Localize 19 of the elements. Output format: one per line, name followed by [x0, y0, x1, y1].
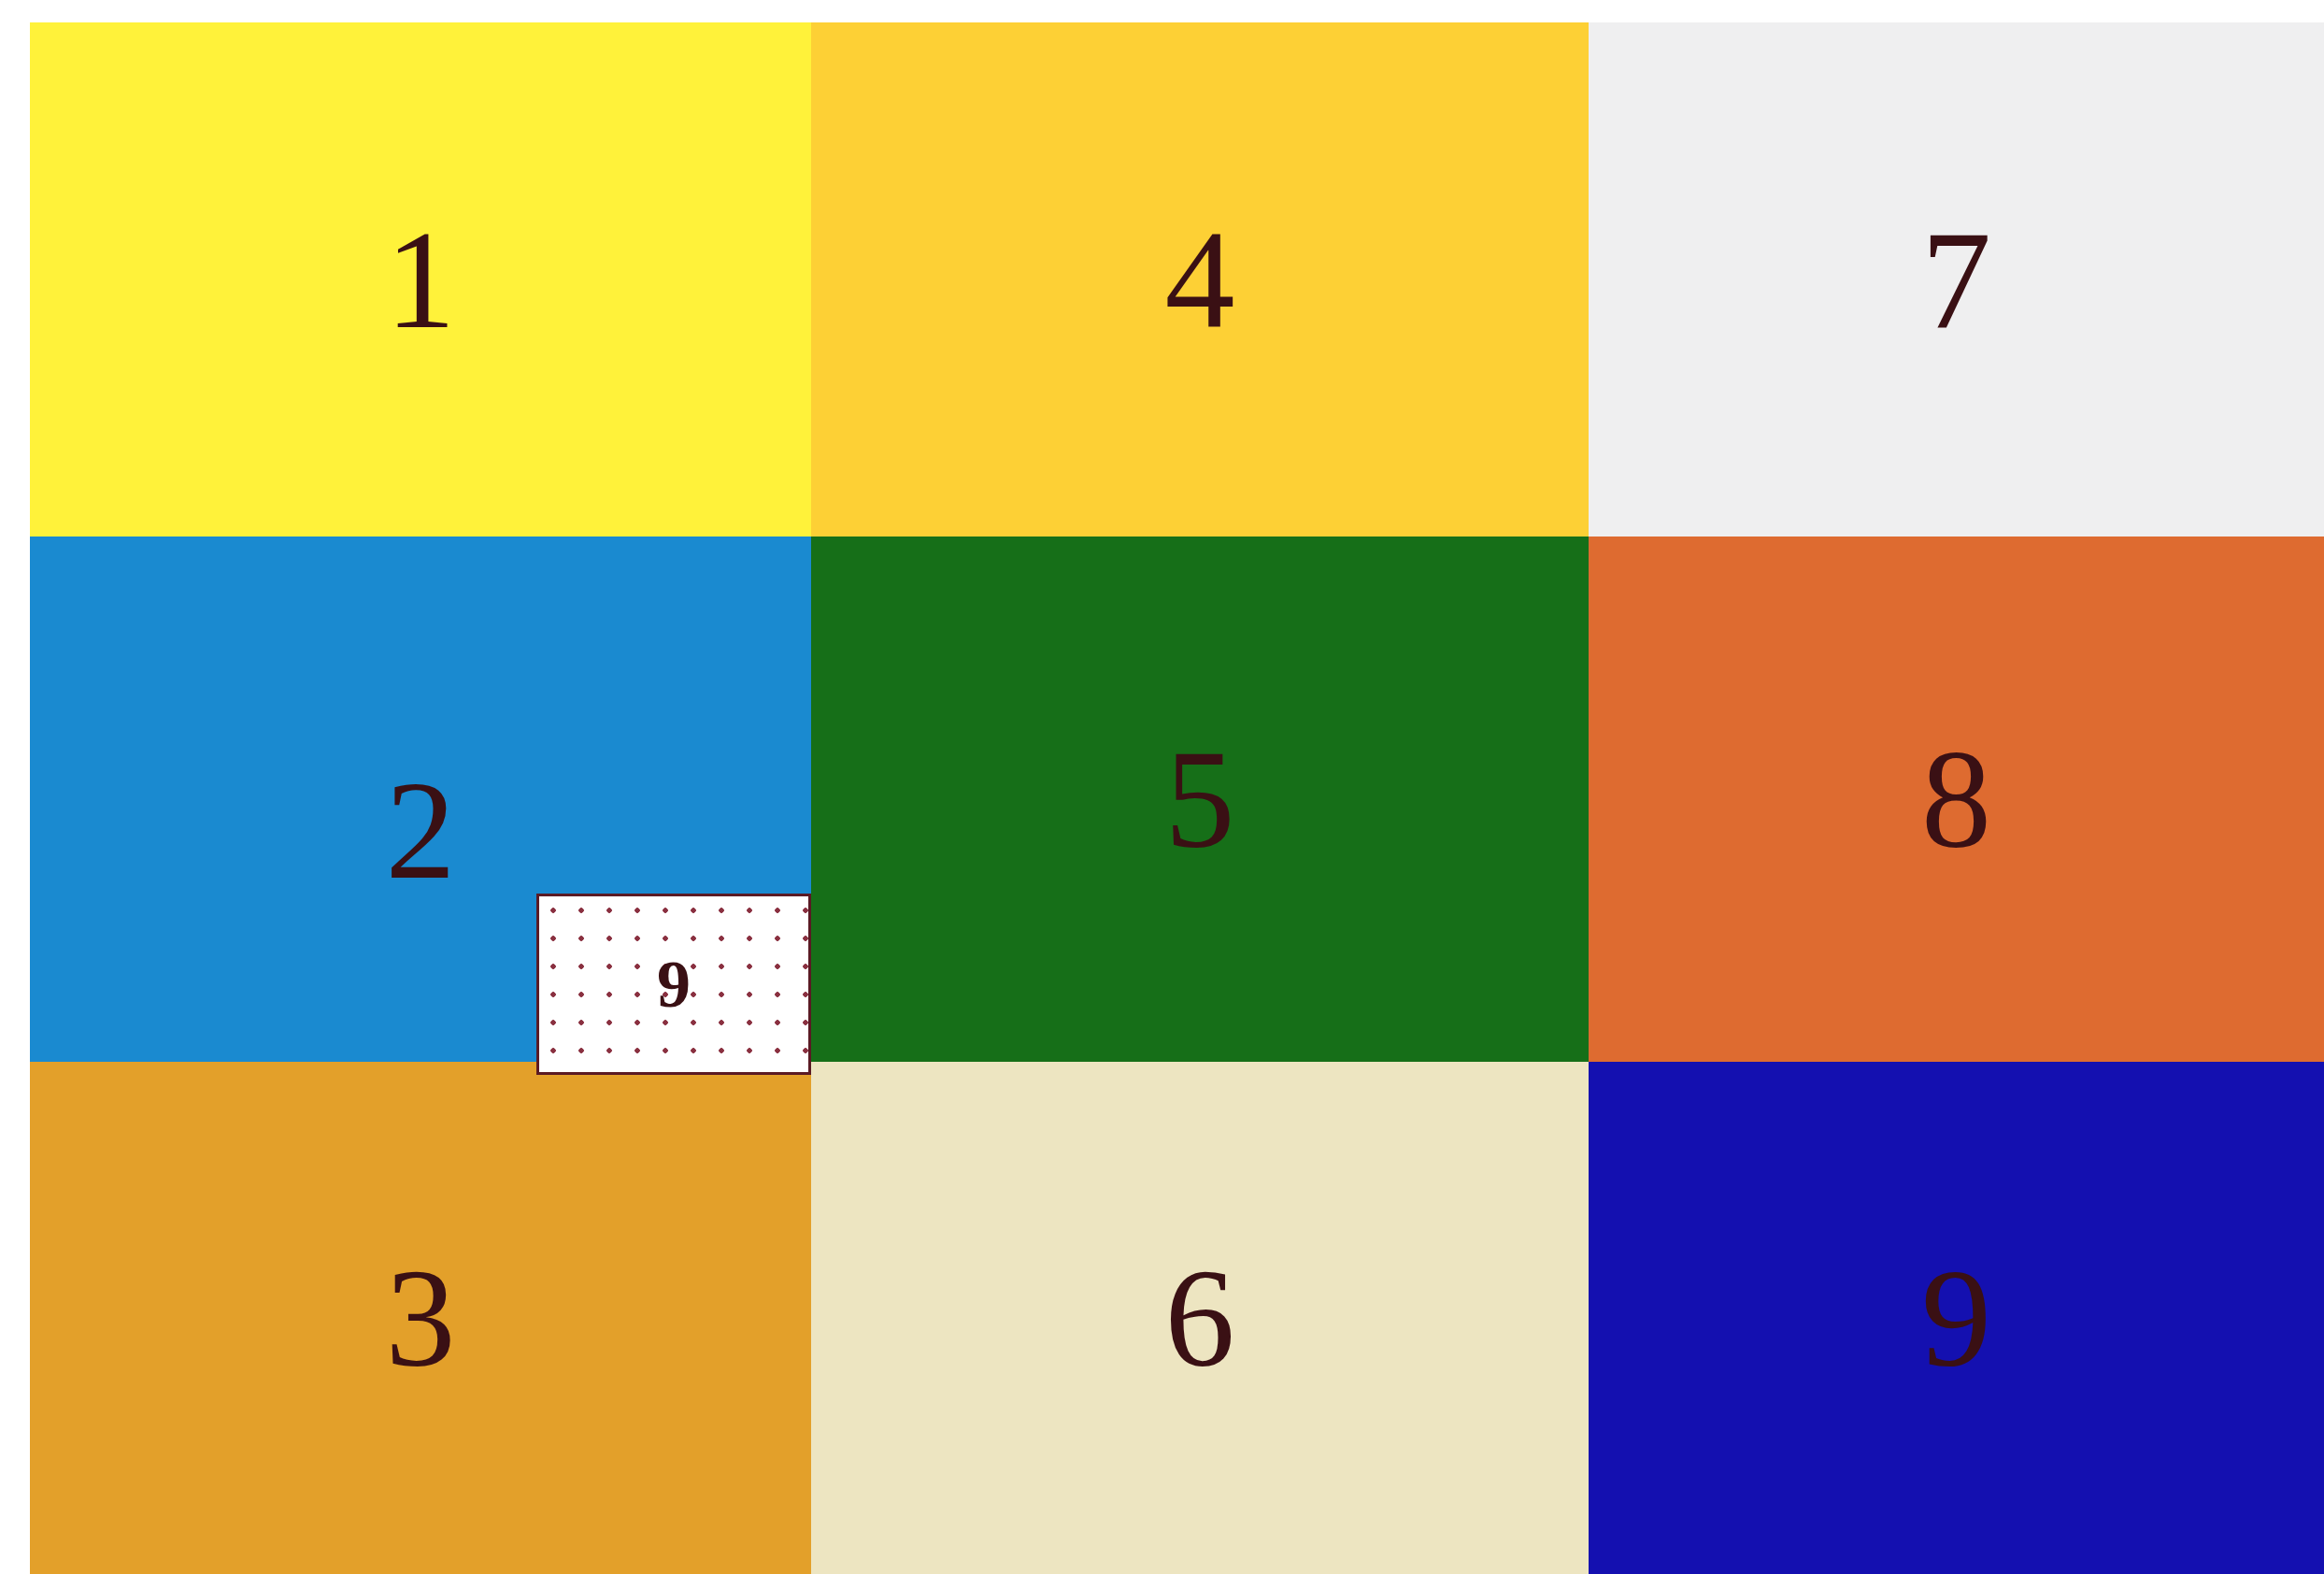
colored-block [1589, 22, 2324, 537]
block-number: 9 [657, 951, 691, 1018]
colored-block [1589, 1062, 2324, 1574]
colored-block [30, 22, 811, 537]
colored-block [811, 22, 1589, 537]
block-number: 8 [1921, 729, 1991, 869]
dotted-inset-box [536, 894, 811, 1075]
block-number: 7 [1921, 209, 1991, 350]
colored-block [811, 537, 1589, 1062]
block-number: 2 [385, 760, 456, 900]
colored-block [30, 1062, 811, 1574]
block-number: 5 [1164, 729, 1235, 869]
colored-block [1589, 537, 2324, 1062]
block-number: 6 [1164, 1248, 1235, 1388]
block-number: 4 [1164, 209, 1235, 350]
colored-block [811, 1062, 1589, 1574]
block-number: 3 [385, 1248, 456, 1388]
block-number: 9 [1921, 1248, 1991, 1388]
block-number: 1 [385, 209, 456, 350]
